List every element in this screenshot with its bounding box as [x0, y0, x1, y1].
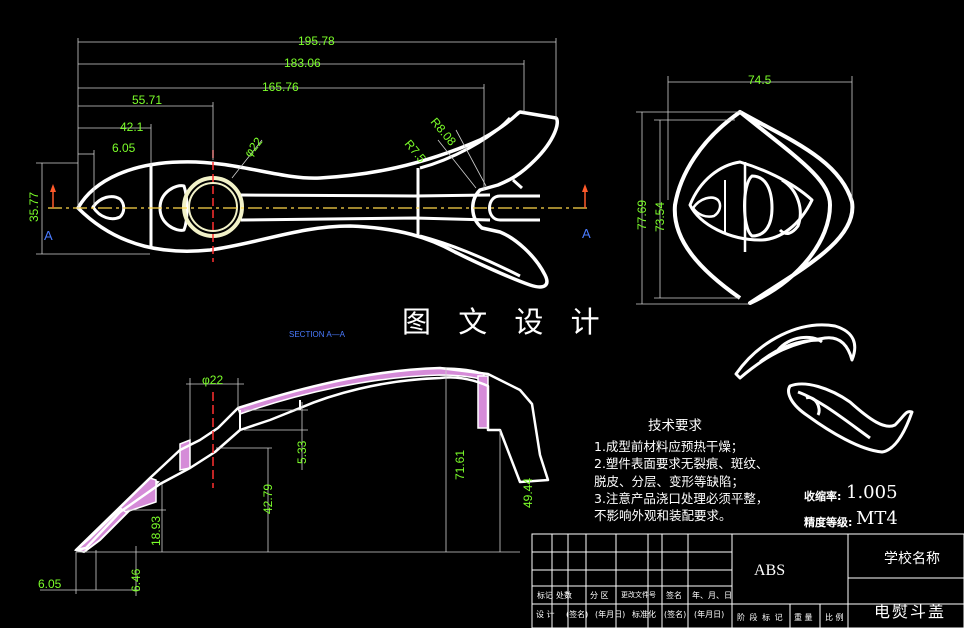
tb-scale: 比 例	[825, 613, 844, 622]
dim-6c: 6.05	[38, 577, 62, 591]
dim-42b: 42.79	[261, 484, 275, 514]
tech-req-line-3: 脱皮、分层、变形等缺陷；	[594, 473, 745, 489]
section-dimension-lines	[40, 368, 520, 596]
tb-r1-c2: 处数	[556, 591, 572, 600]
tb-r1-c3: 分 区	[590, 591, 609, 600]
dim-183: 183.06	[284, 56, 321, 70]
tb-r1-c1: 标记	[537, 591, 553, 600]
dim-5: 5.33	[295, 440, 309, 464]
dim-74: 74.5	[748, 73, 772, 87]
shrink-value: 1.005	[846, 482, 898, 503]
dim-77: 77.69	[635, 200, 649, 230]
tb-r2-c2: (签名)	[566, 610, 589, 619]
iso-views	[734, 323, 914, 454]
section-arrows: A A	[44, 184, 591, 243]
tb-r2-c1: 设 计	[536, 610, 555, 619]
top-dimension-lines	[36, 38, 557, 255]
section-label: SECTION A—A	[289, 330, 346, 339]
dim-73: 73.54	[653, 202, 667, 232]
tb-r2-c6: (年月日)	[694, 610, 725, 619]
shrink-label: 收缩率:	[804, 490, 842, 503]
technical-requirements: 技术要求 1.成型前材料应预热干燥； 2.塑件表面要求无裂痕、斑纹、 脱皮、分层…	[594, 418, 768, 524]
title-watermark: 图 文 设 计	[402, 305, 609, 339]
front-view	[672, 110, 855, 305]
precision-value: MT4	[856, 508, 898, 529]
dim-195: 195.78	[298, 34, 335, 48]
tech-req-line-2: 2.塑件表面要求无裂痕、斑纹、	[594, 456, 769, 472]
dim-71: 71.61	[453, 450, 467, 480]
tb-r2-c3: (年月日)	[595, 610, 626, 619]
tech-req-line-4: 3.注意产品浇口处理必须平整，	[594, 490, 769, 506]
dim-dia-top: φ22	[241, 134, 265, 160]
precision-label: 精度等级:	[804, 516, 853, 529]
section-mark-right: A	[582, 226, 591, 241]
dim-55: 55.71	[132, 93, 162, 107]
tb-stage-mark: 阶 段 标 记	[737, 613, 784, 622]
front-dimension-lines	[636, 76, 853, 305]
top-view	[76, 110, 559, 289]
dim-6b: 6.46	[129, 568, 143, 592]
dim-42: 42.1	[120, 120, 144, 134]
tech-req-line-5: 不影响外观和装配要求。	[594, 508, 732, 524]
tb-r1-c4: 更改文件号	[621, 591, 656, 599]
dim-r8: R8.08	[428, 115, 460, 149]
dim-18: 18.93	[149, 516, 163, 546]
tech-req-line-1: 1.成型前材料应预热干燥；	[594, 439, 744, 455]
tb-r2-c5: (签名)	[664, 610, 687, 619]
dim-165: 165.76	[262, 80, 299, 94]
section-mark-left: A	[44, 228, 53, 243]
dim-dia-section: φ22	[202, 373, 223, 387]
dim-35: 35.77	[27, 192, 41, 222]
tb-r2-c4: 标准化	[632, 610, 656, 619]
title-block	[531, 533, 964, 628]
tb-r1-c6: 年、月、日	[692, 591, 732, 600]
dim-49: 49.44	[521, 478, 535, 508]
tech-req-title: 技术要求	[648, 418, 702, 434]
material: ABS	[754, 562, 786, 579]
school-name: 学校名称	[884, 551, 940, 567]
tb-r1-c5: 签名	[666, 591, 682, 600]
section-view	[73, 366, 550, 554]
part-name: 电熨斗盖	[874, 602, 947, 621]
tb-weight: 重 量	[794, 613, 813, 622]
dim-6: 6.05	[112, 141, 136, 155]
